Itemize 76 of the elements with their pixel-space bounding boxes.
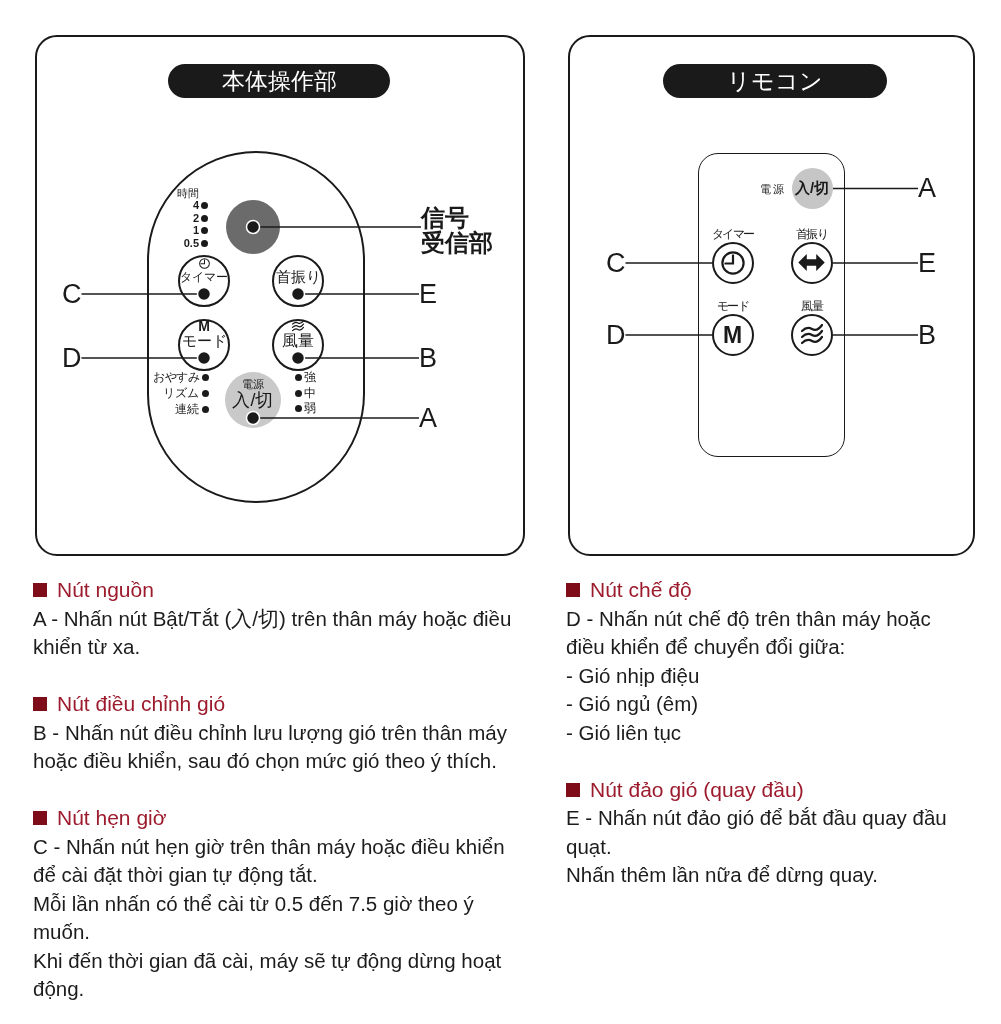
button-label: 風量: [282, 333, 314, 349]
callout-letter: B: [918, 321, 936, 349]
body-text: - Gió ngủ (êm): [566, 691, 700, 717]
callout-letter: C: [62, 280, 82, 308]
title-text: リモコン: [727, 67, 823, 95]
button-label: 首振り: [275, 269, 321, 285]
leader-line: [245, 410, 420, 426]
indicator-label: リズム: [163, 386, 199, 400]
button-label: 入/切: [232, 390, 274, 410]
indicator-label: 連続: [175, 402, 199, 416]
title-banner: [168, 64, 390, 98]
section-heading: Nút hẹn giờ: [57, 805, 167, 831]
button-label: 風量: [801, 298, 822, 313]
indicator-label: 1: [192, 223, 199, 236]
leader-line: [624, 262, 713, 264]
button-label: M: [198, 319, 210, 333]
callout-letter: E: [918, 249, 936, 277]
round-button: [178, 255, 230, 307]
remote-control: [698, 153, 845, 457]
leader-line: [832, 262, 919, 264]
body-text: A - Nhấn nút Bật/Tắt (入/切) trên thân máy hoặc điều khiển từ xa.: [33, 605, 513, 660]
body-text: B - Nhấn nút điều chỉnh lưu lượng gió trên thân máy hoặc điều khiển, sau đó chọn mức gió theo ý thích.: [33, 719, 508, 774]
button-label: 入/切: [794, 179, 830, 197]
indicator-label: 4: [192, 198, 199, 211]
round-button: [272, 255, 324, 307]
indicator-label: 時間: [177, 186, 199, 199]
body-text: C - Nhấn nút hẹn giờ trên thân máy hoặc điều khiển để cài đặt thời gian tự động tắt.: [33, 833, 506, 888]
title-text: 本体操作部: [221, 67, 337, 95]
body-text: E - Nhấn nút đảo gió để bắt đầu quay đầu quạt.: [566, 805, 948, 860]
button-label: タイマー: [180, 270, 228, 285]
button-label: 電源: [242, 378, 264, 390]
round-button: [225, 372, 281, 428]
leader-line: [245, 219, 422, 235]
indicator-label: 0.5: [183, 236, 199, 249]
body-text: D - Nhấn nút chế độ trên thân máy hoặc điều khiển để chuyển đổi giữa:: [566, 605, 932, 660]
section-heading: Nút chế độ: [590, 577, 692, 603]
section-heading: Nút điều chỉnh gió: [57, 691, 226, 717]
callout-letter: C: [606, 249, 626, 277]
callout-letter: A: [419, 404, 437, 432]
indicator-label: 弱: [304, 401, 316, 415]
leader-line: [832, 187, 919, 190]
callout-letter: A: [918, 174, 936, 202]
body-text: - Gió liên tục: [566, 719, 683, 746]
callout-letter: D: [62, 344, 82, 372]
panel-frame: [35, 35, 525, 556]
button-label: タイマー: [711, 226, 754, 241]
body-text: - Gió nhịp điệu: [566, 662, 701, 689]
button-label: モード: [716, 298, 749, 313]
button-label: 首振り: [795, 226, 828, 241]
panel-frame: [568, 35, 975, 556]
button-caption: 電源: [759, 182, 786, 195]
callout-letter: B: [419, 344, 437, 372]
leader-line: [832, 334, 919, 336]
section-heading: Nút nguồn: [57, 577, 154, 603]
title-banner: [663, 64, 887, 98]
round-button: [272, 319, 324, 371]
body-text: Mỗi lần nhấn có thể cài từ 0.5 đến 7.5 giờ theo ý muốn.: [33, 890, 475, 945]
section-heading: Nút đảo gió (quay đầu): [590, 776, 804, 803]
round-button: [791, 167, 833, 209]
callout-letter: D: [606, 321, 626, 349]
indicator-label: 強: [304, 370, 316, 384]
indicator-label: おやすみ: [153, 370, 199, 384]
round-button: [178, 319, 230, 371]
leader-line: [290, 286, 420, 302]
indicator-label: 2: [192, 211, 199, 224]
part-label: 信号受信部: [421, 205, 495, 255]
button-label: M: [722, 322, 743, 347]
leader-line: [624, 334, 713, 336]
indicator-label: 中: [304, 386, 316, 400]
leader-line: [80, 350, 212, 366]
callout-letter: E: [419, 280, 437, 308]
leader-line: [290, 350, 420, 366]
body-text: Khi đến thời gian đã cài, máy sẽ tự động dừng hoạt động.: [33, 947, 503, 1002]
button-label: モード: [181, 333, 227, 349]
body-text: Nhấn thêm lần nữa để dừng quay.: [566, 862, 879, 888]
leader-line: [80, 286, 212, 302]
